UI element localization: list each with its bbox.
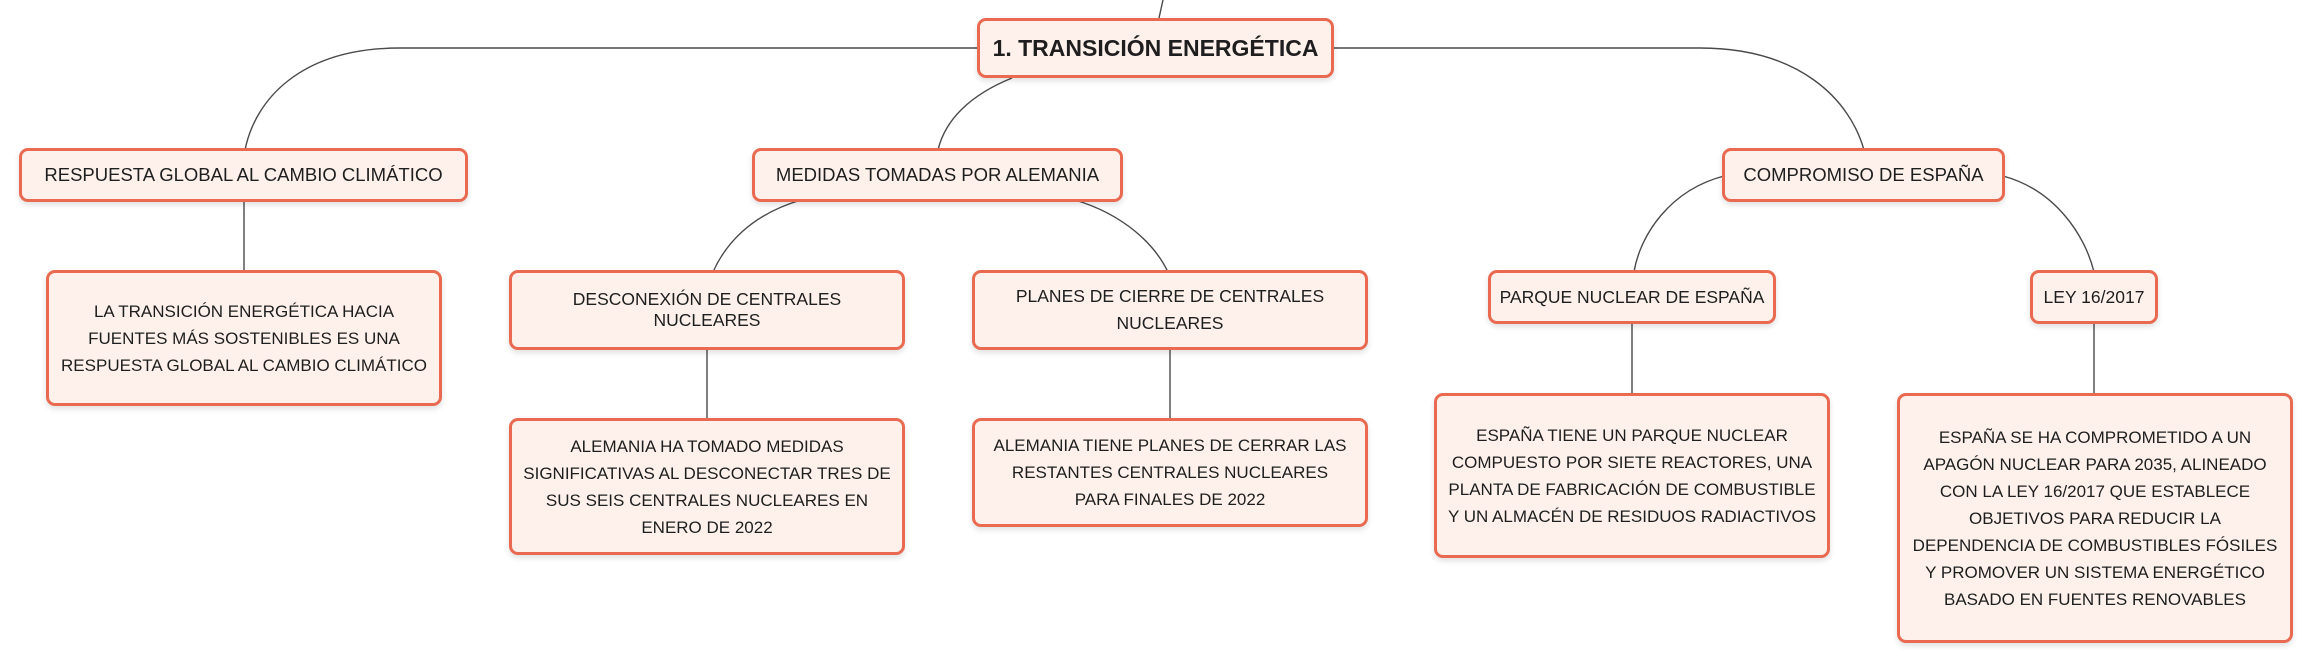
root-node[interactable]: 1. TRANSICIÓN ENERGÉTICA [977,18,1334,78]
node-medidas-alemania[interactable]: MEDIDAS TOMADAS POR ALEMANIA [752,148,1123,202]
connector-espana-to-ley [2002,175,2095,273]
node-parque-nuclear-detail[interactable]: ESPAÑA TIENE UN PARQUE NUCLEAR COMPUESTO… [1434,393,1830,558]
node-compromiso-espana[interactable]: COMPROMISO DE ESPAÑA [1722,148,2005,202]
node-ley-16-2017[interactable]: LEY 16/2017 [2030,270,2158,324]
node-parque-nuclear[interactable]: PARQUE NUCLEAR DE ESPAÑA [1488,270,1776,324]
node-planes-cierre[interactable]: PLANES DE CIERRE DE CENTRALES NUCLEARES [972,270,1368,350]
node-respuesta-global[interactable]: RESPUESTA GLOBAL AL CAMBIO CLIMÁTICO [19,148,468,202]
connector-root-incoming [1158,0,1164,19]
node-desconexion-centrales-detail[interactable]: ALEMANIA HA TOMADO MEDIDAS SIGNIFICATIVA… [509,418,905,555]
connector-root-to-respuesta [244,47,977,151]
connector-root-to-espana [1334,47,1865,151]
connector-alemania-to-planes [1074,199,1169,273]
node-planes-cierre-detail[interactable]: ALEMANIA TIENE PLANES DE CERRAR LAS REST… [972,418,1368,527]
connector-alemania-to-desconexion [712,199,802,273]
node-desconexion-centrales[interactable]: DESCONEXIÓN DE CENTRALES NUCLEARES [509,270,905,350]
node-respuesta-global-detail[interactable]: LA TRANSICIÓN ENERGÉTICA HACIA FUENTES M… [46,270,442,406]
connector-espana-to-parque [1633,175,1725,273]
node-ley-16-2017-detail[interactable]: ESPAÑA SE HA COMPROMETIDO A UN APAGÓN NU… [1897,393,2293,643]
connector-root-to-alemania [937,77,1013,151]
